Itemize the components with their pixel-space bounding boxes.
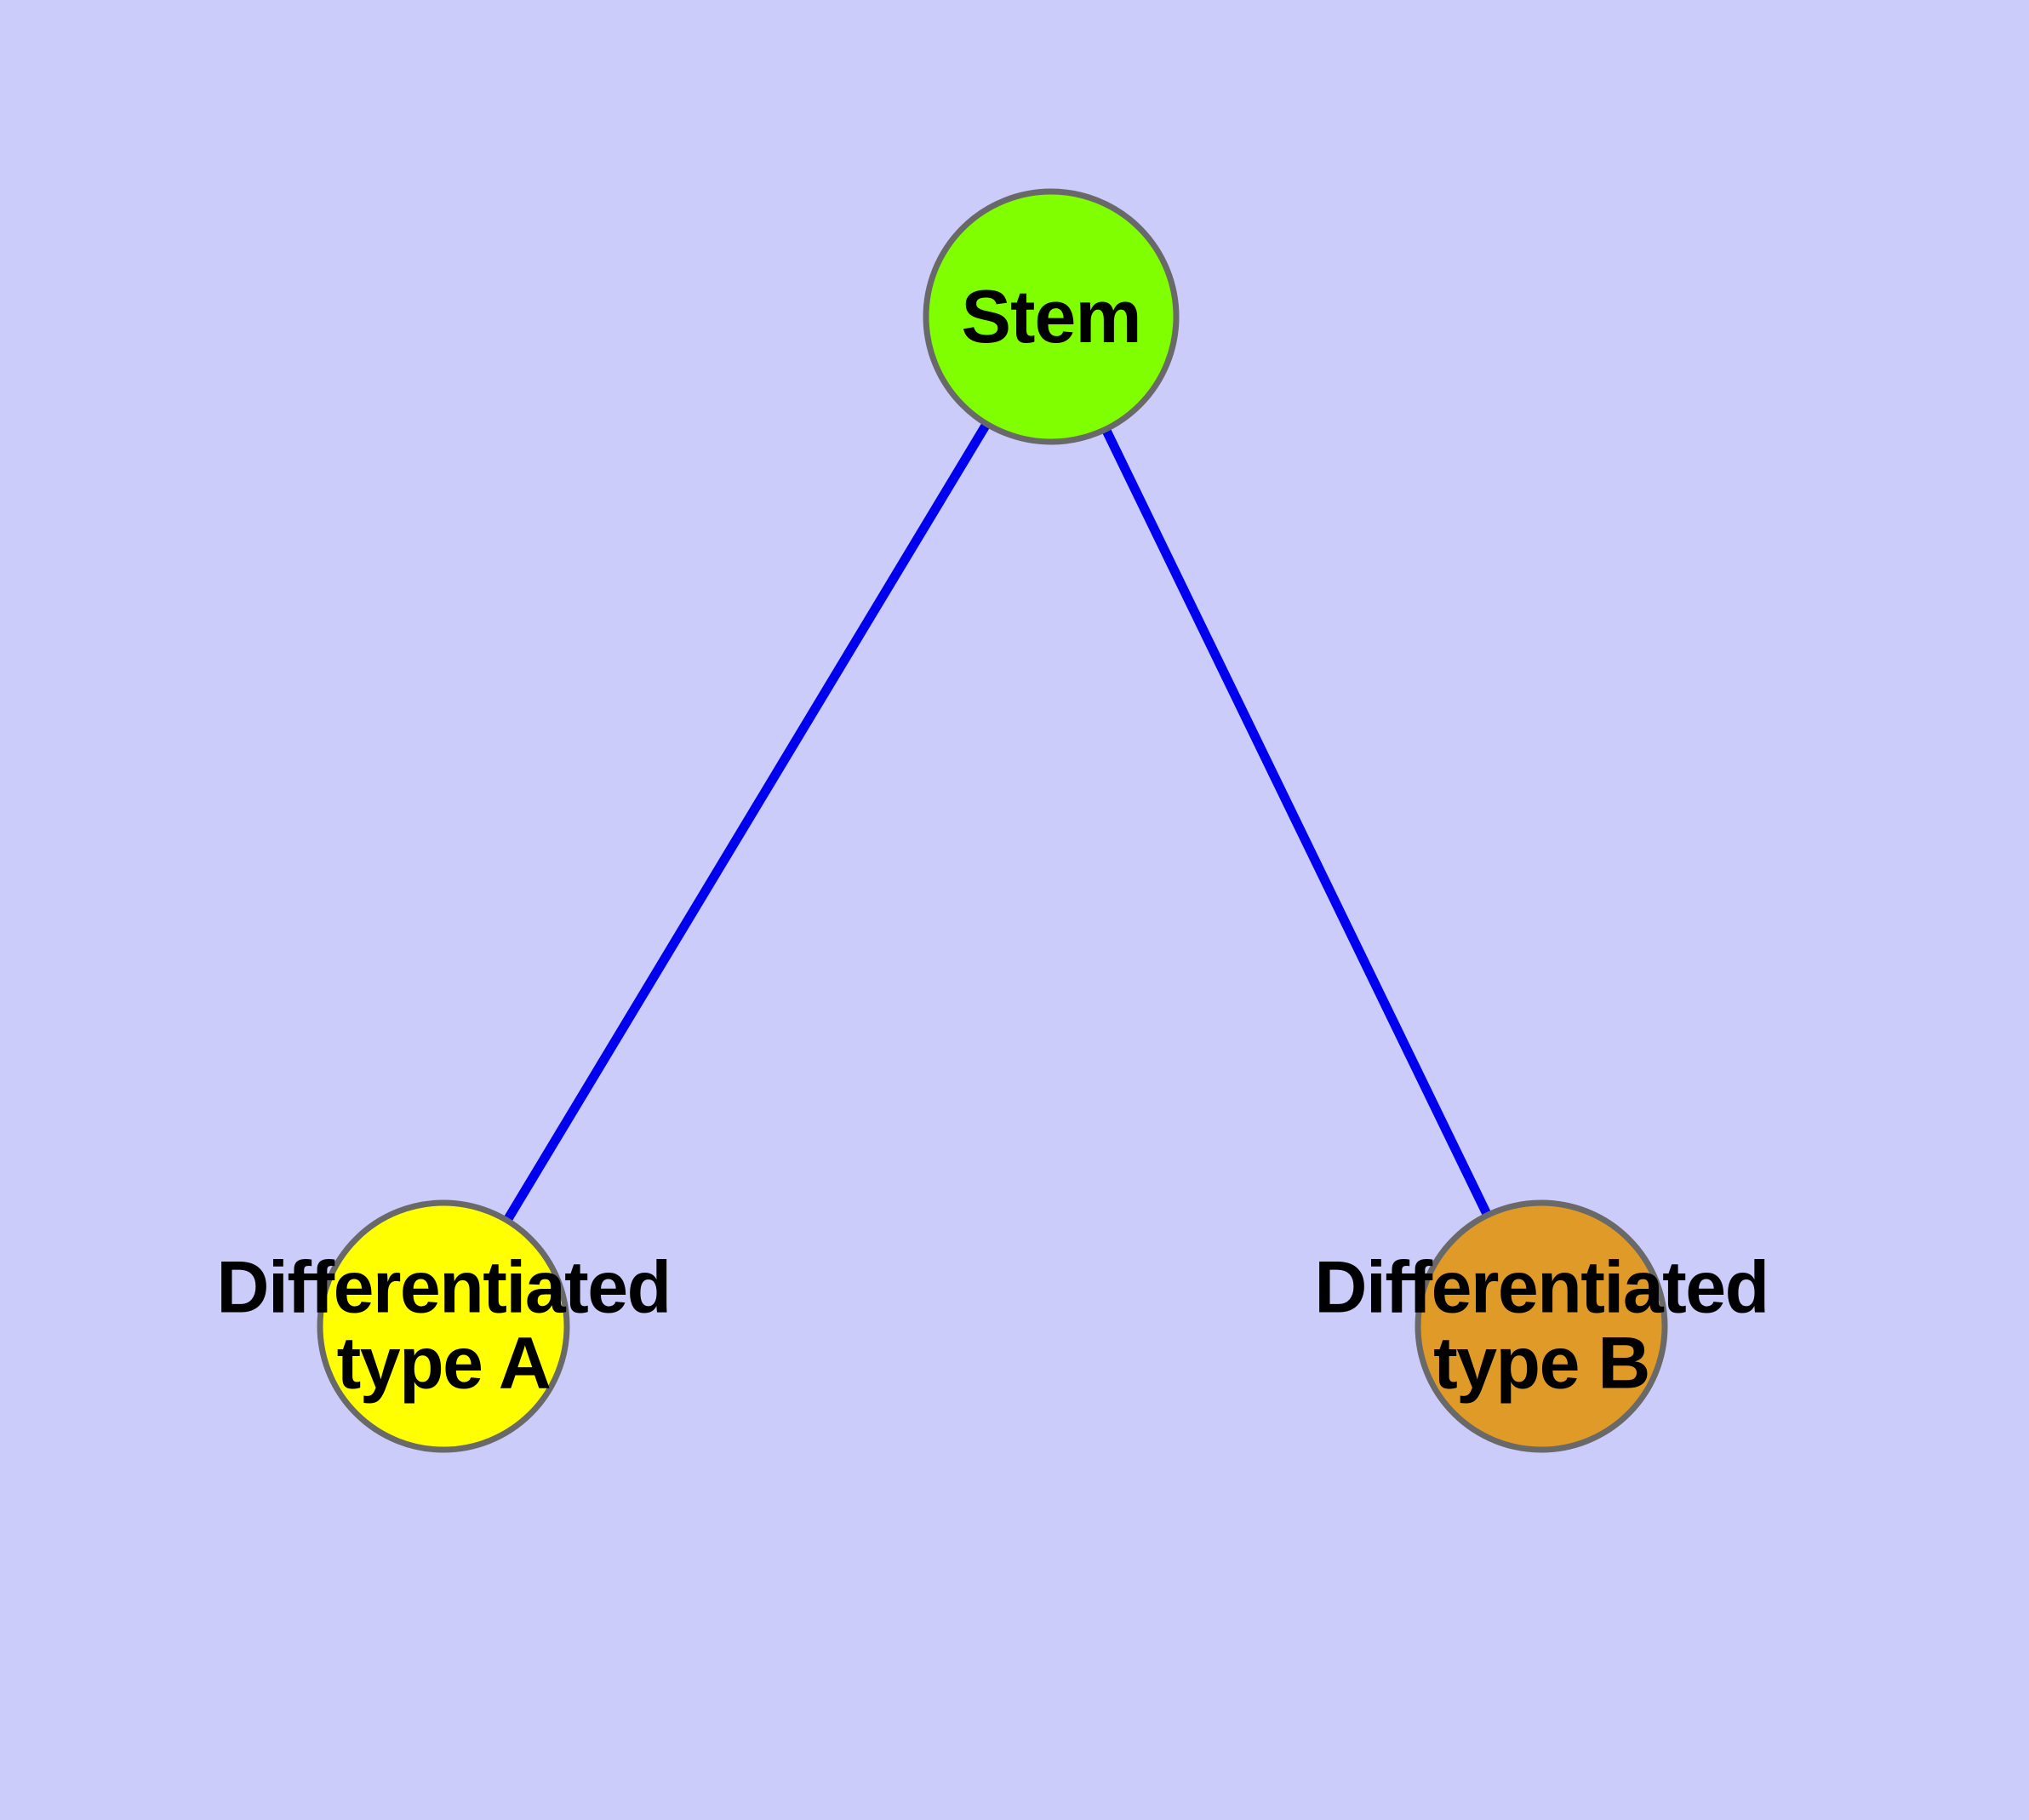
edge-stem-to-differentiated-type-b[interactable] [1102,428,1491,1216]
edge-stem-to-differentiated-type-a[interactable] [504,422,990,1222]
node-differentiated-type-a[interactable] [317,1199,570,1453]
edge-layer [504,422,1491,1222]
node-layer [317,188,1668,1453]
node-stem[interactable] [923,188,1180,445]
node-differentiated-type-b[interactable] [1415,1199,1668,1453]
